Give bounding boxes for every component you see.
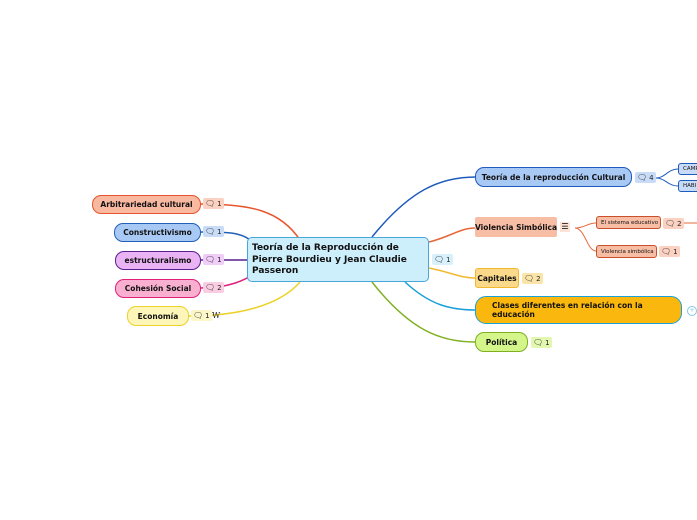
- node-violencia[interactable]: Violencia Simbólica: [475, 217, 557, 237]
- comment-icon: 🗨: [637, 173, 648, 182]
- comment-icon: 🗨: [193, 311, 204, 320]
- node-cohesion[interactable]: Cohesión Social: [115, 279, 201, 298]
- node-violencia-simbolica[interactable]: Violencia simbólica: [596, 245, 657, 258]
- connector-reproduccion: [371, 176, 477, 238]
- collapse-toggle-icon[interactable]: +: [687, 306, 697, 316]
- central-topic[interactable]: Teoría de la Reproducción de Pierre Bour…: [247, 237, 429, 282]
- node-capitales[interactable]: Capitales: [475, 268, 519, 288]
- reproduccion-comment-badge[interactable]: 🗨4: [635, 172, 656, 183]
- connector-violencia-sub: [574, 227, 597, 252]
- comment-icon: 🗨: [205, 199, 216, 208]
- comment-icon: 🗨: [205, 227, 216, 236]
- comment-icon: 🗨: [665, 219, 676, 228]
- central-comment-badge[interactable]: 🗨1: [432, 254, 453, 265]
- economia-comment-badge[interactable]: 🗨1: [191, 310, 212, 321]
- node-clases[interactable]: Clases diferentes en relación con la edu…: [475, 296, 682, 324]
- comment-icon: 🗨: [524, 274, 535, 283]
- node-sistema-educativo[interactable]: El sistema educativo: [596, 216, 661, 229]
- capitales-comment-badge[interactable]: 🗨2: [522, 273, 543, 284]
- connector-habitus: [655, 177, 679, 187]
- comment-icon: 🗨: [205, 283, 216, 292]
- cohesion-comment-badge[interactable]: 🗨2: [203, 282, 224, 293]
- arbitrariedad-comment-badge[interactable]: 🗨1: [203, 198, 224, 209]
- connector-politica: [371, 281, 476, 343]
- politica-comment-badge[interactable]: 🗨1: [531, 337, 552, 348]
- estructuralismo-comment-badge[interactable]: 🗨1: [203, 254, 224, 265]
- node-arbitrariedad[interactable]: Arbitrariedad cultural: [92, 195, 201, 214]
- comment-icon: 🗨: [434, 255, 445, 264]
- notes-icon[interactable]: ☰: [560, 222, 570, 232]
- comment-icon: 🗨: [205, 255, 216, 264]
- connector-capitales: [428, 267, 476, 279]
- comment-icon: 🗨: [533, 338, 544, 347]
- node-campo[interactable]: CAMP: [678, 163, 697, 175]
- connector-sistema: [574, 222, 597, 229]
- node-habitus[interactable]: HABI: [678, 180, 697, 192]
- node-constructivismo[interactable]: Constructivismo: [114, 223, 201, 242]
- constructivismo-comment-badge[interactable]: 🗨1: [203, 226, 224, 237]
- node-politica[interactable]: Política: [475, 332, 528, 352]
- connector-campo: [655, 168, 679, 179]
- connector-violencia: [428, 227, 476, 243]
- comment-icon: 🗨: [661, 247, 672, 256]
- violencia-sub-comment-badge[interactable]: 🗨1: [659, 246, 680, 257]
- wikipedia-icon[interactable]: W: [212, 311, 221, 320]
- node-reproduccion[interactable]: Teoría de la reproducción Cultural: [475, 167, 632, 187]
- sistema-comment-badge[interactable]: 🗨2: [663, 218, 684, 229]
- node-economia[interactable]: Economía: [127, 306, 189, 326]
- connector-clases: [404, 281, 477, 311]
- node-estructuralismo[interactable]: estructuralismo: [115, 251, 201, 270]
